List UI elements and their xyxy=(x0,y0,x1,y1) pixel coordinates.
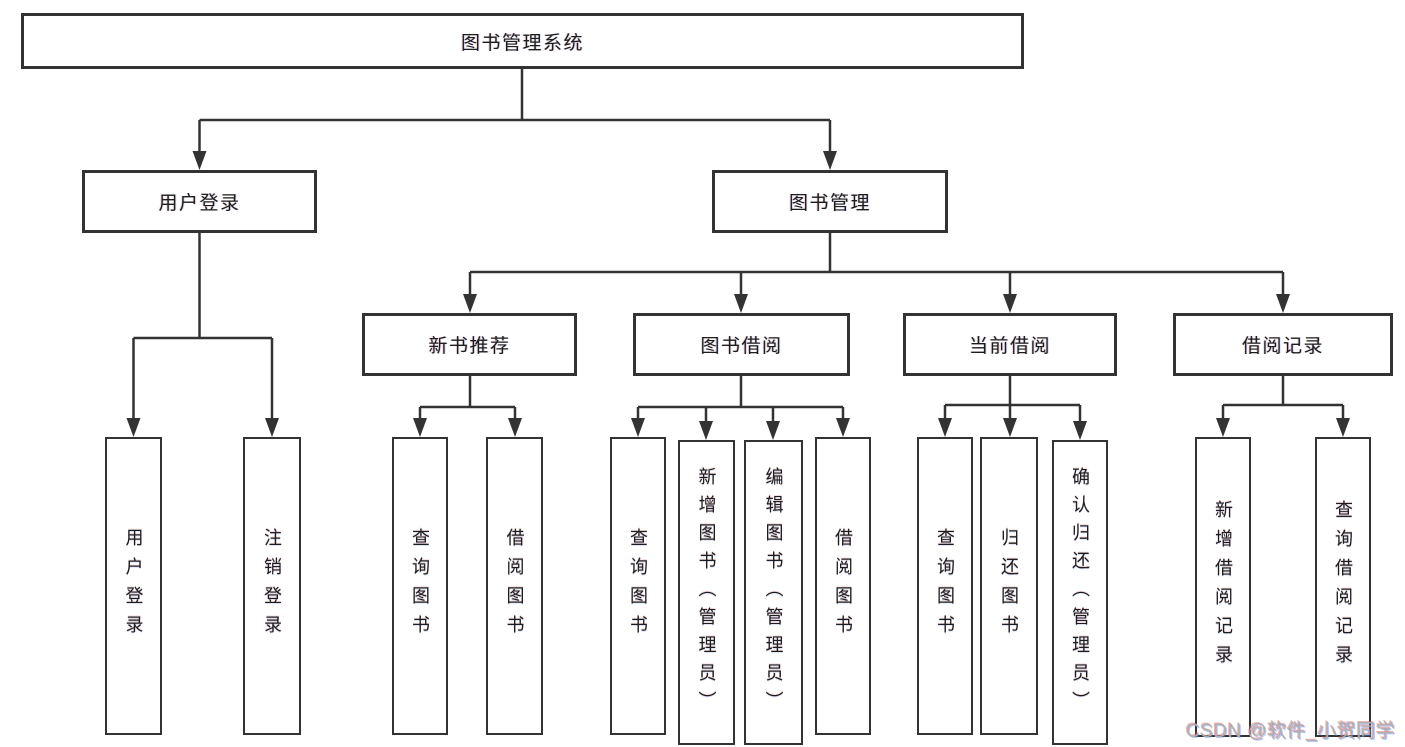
leaf-logout: 注销登录 xyxy=(243,437,301,735)
leaf-nbr-query-book-label: 查询图书 xyxy=(410,528,430,644)
node-root-system: 图书管理系统 xyxy=(21,13,1024,69)
leaf-br-query-record-label: 查询借阅记录 xyxy=(1333,500,1353,674)
leaf-bb-query-book: 查询图书 xyxy=(610,437,666,735)
node-book-management: 图书管理 xyxy=(712,170,948,233)
node-root-system-label: 图书管理系统 xyxy=(460,32,584,54)
leaf-nbr-borrow-book-label: 借阅图书 xyxy=(504,528,525,644)
node-user-login: 用户登录 xyxy=(82,170,317,233)
node-book-management-label: 图书管理 xyxy=(788,193,871,214)
leaf-br-add-record: 新增借阅记录 xyxy=(1195,437,1251,737)
node-current-borrowing-label: 当前借阅 xyxy=(968,336,1051,357)
leaf-nbr-borrow-book: 借阅图书 xyxy=(486,437,543,735)
leaf-bb-add-book-admin: 新增图书（管理员） xyxy=(678,440,735,745)
leaf-bb-edit-book-admin: 编辑图书（管理员） xyxy=(744,440,803,745)
leaf-logout-label: 注销登录 xyxy=(262,528,282,644)
node-book-borrowing-label: 图书借阅 xyxy=(700,336,783,357)
leaf-br-add-record-label: 新增借阅记录 xyxy=(1213,500,1233,674)
node-new-book-recommend: 新书推荐 xyxy=(362,313,577,376)
watermark: CSDN @软件_小贺同学 xyxy=(1186,721,1396,742)
leaf-cb-return-book-label: 归还图书 xyxy=(999,528,1019,644)
node-new-book-recommend-label: 新书推荐 xyxy=(428,336,511,357)
leaf-bb-borrow-book-label: 借阅图书 xyxy=(833,528,853,644)
leaf-br-query-record: 查询借阅记录 xyxy=(1315,437,1371,737)
leaf-cb-query-book-label: 查询图书 xyxy=(935,528,955,644)
leaf-bb-query-book-label: 查询图书 xyxy=(628,528,648,644)
leaf-user-login: 用户登录 xyxy=(105,437,162,735)
leaf-bb-edit-book-admin-label: 编辑图书（管理员） xyxy=(763,466,784,719)
leaf-cb-query-book: 查询图书 xyxy=(917,437,973,735)
leaf-cb-confirm-return-admin-label: 确认归还（管理员） xyxy=(1070,466,1090,719)
leaf-cb-return-book: 归还图书 xyxy=(980,437,1038,735)
leaf-cb-confirm-return-admin: 确认归还（管理员） xyxy=(1052,440,1108,745)
node-user-login-label: 用户登录 xyxy=(158,193,241,214)
node-borrowing-records: 借阅记录 xyxy=(1173,313,1393,376)
leaf-bb-borrow-book: 借阅图书 xyxy=(815,437,871,735)
arrowhead-group xyxy=(126,151,1350,440)
leaf-user-login-label: 用户登录 xyxy=(123,528,144,644)
leaf-bb-add-book-admin-label: 新增图书（管理员） xyxy=(696,466,717,719)
node-book-borrowing: 图书借阅 xyxy=(633,313,850,376)
node-current-borrowing: 当前借阅 xyxy=(903,313,1117,376)
leaf-nbr-query-book: 查询图书 xyxy=(392,437,448,735)
node-borrowing-records-label: 借阅记录 xyxy=(1241,336,1324,357)
